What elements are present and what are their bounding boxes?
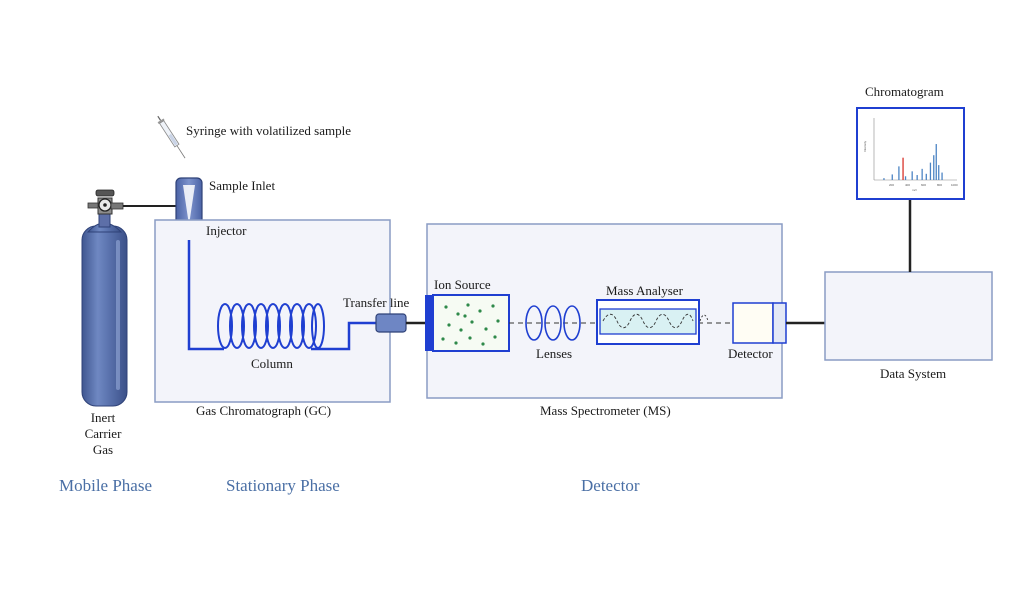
- ion-source-plate: [425, 295, 433, 351]
- syringe-label: Syringe with volatilized sample: [186, 123, 351, 138]
- chromatogram-axis-x: m/z: [912, 188, 917, 192]
- tick-400: 400: [905, 183, 910, 187]
- detector-unit: [732, 302, 787, 344]
- mass-analyser-label: Mass Analyser: [606, 283, 684, 298]
- chromatogram-peaks: [883, 144, 943, 180]
- transfer-line-label: Transfer line: [343, 295, 410, 310]
- gas-cylinder: [81, 212, 128, 407]
- chromatogram-display: Intensity m/z 200 400 600 800 1000: [856, 107, 965, 200]
- phase-detector: Detector: [581, 476, 640, 495]
- gas-label-line2: Carrier: [85, 426, 122, 441]
- transfer-line: [375, 313, 407, 333]
- injector-label: Injector: [206, 223, 247, 238]
- phase-stationary: Stationary Phase: [226, 476, 340, 495]
- syringe-icon: [157, 115, 186, 159]
- tick-600: 600: [921, 183, 926, 187]
- column-inlet-tubing: [187, 240, 224, 351]
- gas-regulator-valve: [87, 189, 124, 215]
- detector-unit-label: Detector: [728, 346, 773, 361]
- column-coil: [217, 303, 325, 349]
- mass-analyser: [596, 299, 709, 345]
- gc-label: Gas Chromatograph (GC): [196, 403, 331, 418]
- column-label: Column: [251, 356, 293, 371]
- sample-inlet-label: Sample Inlet: [209, 178, 275, 193]
- gas-label-line1: Inert: [91, 410, 116, 425]
- column-outlet-tubing: [311, 321, 377, 351]
- data-system-box: [824, 271, 993, 361]
- chromatogram-label: Chromatogram: [865, 84, 944, 99]
- lenses-label: Lenses: [536, 346, 572, 361]
- lenses: [525, 305, 581, 341]
- gas-chromatograph-box: [154, 219, 391, 403]
- ms-label: Mass Spectrometer (MS): [540, 403, 671, 418]
- ion-source-label: Ion Source: [434, 277, 491, 292]
- data-system-label: Data System: [880, 366, 946, 381]
- tick-1000: 1000: [951, 183, 958, 187]
- tick-200: 200: [889, 183, 894, 187]
- chromatogram-axis-y: Intensity: [863, 140, 867, 152]
- ion-particles: [441, 303, 500, 346]
- tick-800: 800: [937, 183, 942, 187]
- phase-mobile: Mobile Phase: [59, 476, 152, 495]
- gas-label-line3: Gas: [93, 442, 113, 457]
